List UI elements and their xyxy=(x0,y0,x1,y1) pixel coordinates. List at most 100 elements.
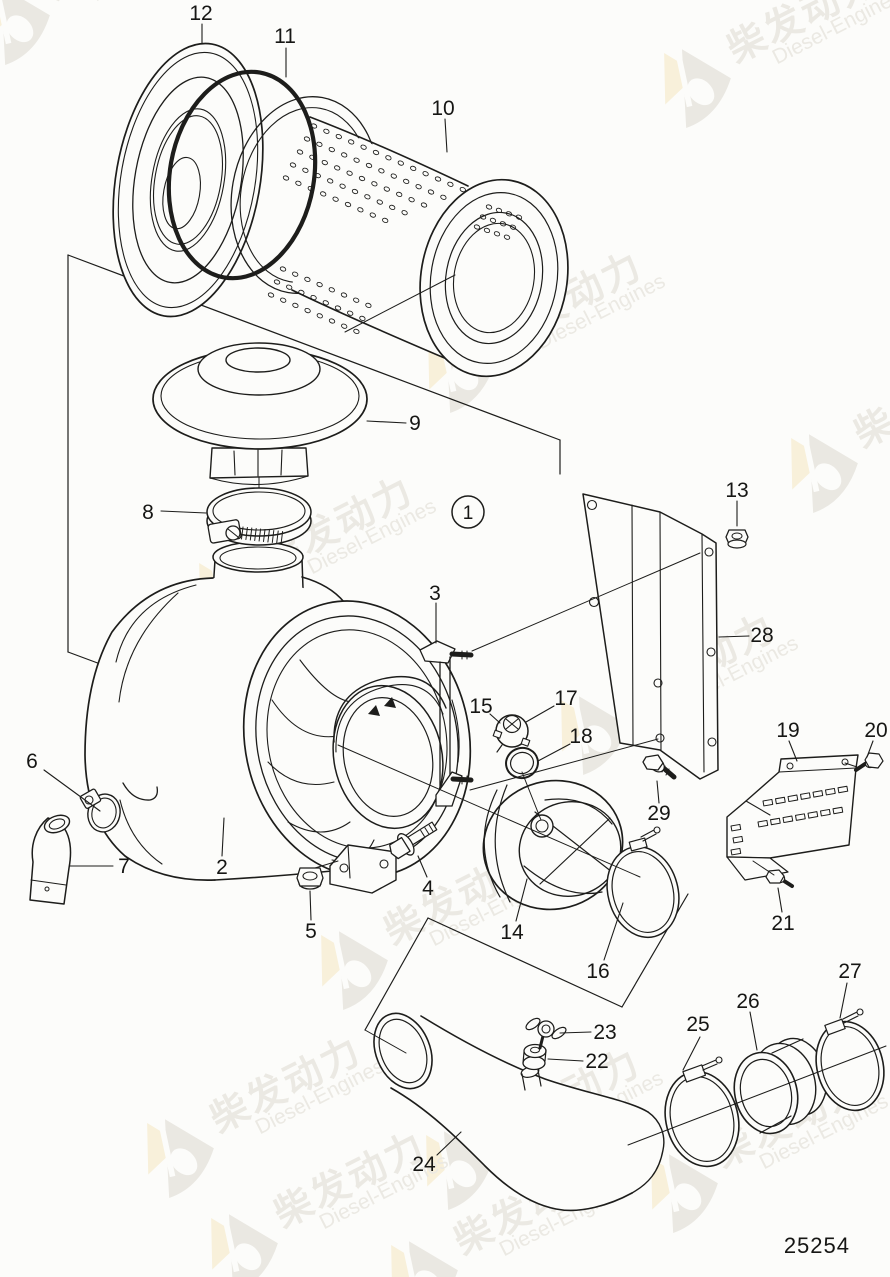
perforation-hole xyxy=(289,162,297,168)
perforation-hole xyxy=(376,199,383,205)
perforation-hole xyxy=(279,266,287,272)
perforation-hole xyxy=(364,194,371,200)
callout-27: 27 xyxy=(838,960,861,983)
louver-slot xyxy=(812,790,824,798)
leader-line-27 xyxy=(839,982,848,1019)
perforation-hole xyxy=(365,302,372,309)
callout-18: 18 xyxy=(569,725,592,748)
part-banjo-fitting-23 xyxy=(525,1017,567,1050)
leader-line-5 xyxy=(309,890,312,921)
perforation-hole xyxy=(427,189,435,195)
callout-15: 15 xyxy=(469,695,492,718)
part-bracket-3 xyxy=(419,640,474,807)
perforation-hole xyxy=(499,221,507,227)
perforation-hole xyxy=(509,224,517,230)
leader-line-14 xyxy=(515,878,528,922)
perforation-hole xyxy=(483,227,491,234)
perforation-hole xyxy=(292,271,299,277)
assembly-frame-line xyxy=(427,917,623,1008)
perforation-hole xyxy=(505,211,513,217)
perforation-hole xyxy=(347,310,354,316)
callout-6: 6 xyxy=(26,750,38,773)
part-vacuum-valve-17 xyxy=(492,714,531,753)
perforation-hole xyxy=(304,307,311,314)
callout-16: 16 xyxy=(586,960,609,983)
louver-slot xyxy=(757,819,769,828)
worm-band-tick xyxy=(280,531,284,544)
part-sealing-ring-18 xyxy=(505,746,539,780)
leader-line-6 xyxy=(43,769,101,812)
louver-slot xyxy=(837,785,849,794)
perforation-hole xyxy=(447,181,454,187)
leader-line-18 xyxy=(537,743,571,762)
worm-band-tick xyxy=(276,530,279,544)
assembly-alignment-lines xyxy=(314,274,887,1146)
perforation-hole xyxy=(378,168,385,174)
callout-22: 22 xyxy=(585,1050,608,1073)
perforation-hole xyxy=(316,281,323,288)
perforation-hole xyxy=(359,315,366,322)
callout-9: 9 xyxy=(409,412,421,435)
perforation-hole xyxy=(339,183,346,189)
perforation-hole xyxy=(415,184,422,190)
perforation-hole xyxy=(459,186,466,193)
assembly-frame-lines xyxy=(67,254,689,1031)
balloon-label: 1 xyxy=(463,503,474,524)
perforation-hole xyxy=(358,175,366,182)
callout-20: 20 xyxy=(864,719,887,742)
perforation-hole xyxy=(371,181,378,187)
worm-band-tick xyxy=(254,528,257,541)
worm-band-tick xyxy=(249,527,253,541)
part-intake-hose-24 xyxy=(373,1012,665,1212)
part-bolt-29 xyxy=(642,754,677,780)
alignment-line xyxy=(627,1045,887,1146)
perforation-hole xyxy=(310,294,317,301)
alignment-line xyxy=(364,1029,407,1054)
perforation-hole xyxy=(353,157,360,163)
louver-slot xyxy=(832,806,844,815)
part-nut-13 xyxy=(725,529,749,549)
alignment-line xyxy=(337,744,641,878)
perforation-hole xyxy=(334,305,342,311)
callout-3: 3 xyxy=(429,582,441,605)
perforation-hole xyxy=(493,231,501,237)
callout-19: 19 xyxy=(776,719,799,742)
callout-14: 14 xyxy=(500,921,524,944)
louver-slot xyxy=(732,835,744,844)
louver-slot xyxy=(795,813,806,821)
alignment-line xyxy=(314,860,339,869)
leader-line-21 xyxy=(777,887,783,913)
callout-11: 11 xyxy=(274,25,296,48)
leader-line-29 xyxy=(656,780,660,804)
leader-line-8 xyxy=(160,510,207,514)
louver-slot xyxy=(782,815,794,824)
leader-line-4 xyxy=(417,855,428,878)
part-bolt-21 xyxy=(765,869,794,888)
callout-17: 17 xyxy=(554,687,577,710)
callout-8: 8 xyxy=(142,501,154,524)
louver-slot xyxy=(825,787,836,796)
perforation-hole xyxy=(390,173,397,179)
callout-25: 25 xyxy=(686,1013,709,1036)
perforation-hole xyxy=(396,191,403,198)
leader-line-17 xyxy=(525,705,555,723)
worm-band-tick xyxy=(258,528,262,542)
louver-slot xyxy=(730,847,742,856)
callout-10: 10 xyxy=(431,97,454,120)
leader-line-10 xyxy=(444,118,448,153)
louver-slot xyxy=(800,792,811,800)
perforation-hole xyxy=(365,162,373,169)
perforation-hole xyxy=(321,159,328,166)
callout-28: 28 xyxy=(750,624,773,647)
worm-band-tick xyxy=(241,526,244,540)
perforation-hole xyxy=(303,136,311,142)
perforation-hole xyxy=(340,292,348,298)
perforation-hole xyxy=(489,217,497,224)
perforation-hole xyxy=(332,196,339,202)
leader-line-16 xyxy=(603,902,624,961)
leader-line-24 xyxy=(436,1131,462,1156)
alignment-line xyxy=(844,762,861,769)
perforation-hole xyxy=(434,176,442,182)
perforation-hole xyxy=(327,178,334,184)
part-bolt-4 xyxy=(389,821,438,860)
